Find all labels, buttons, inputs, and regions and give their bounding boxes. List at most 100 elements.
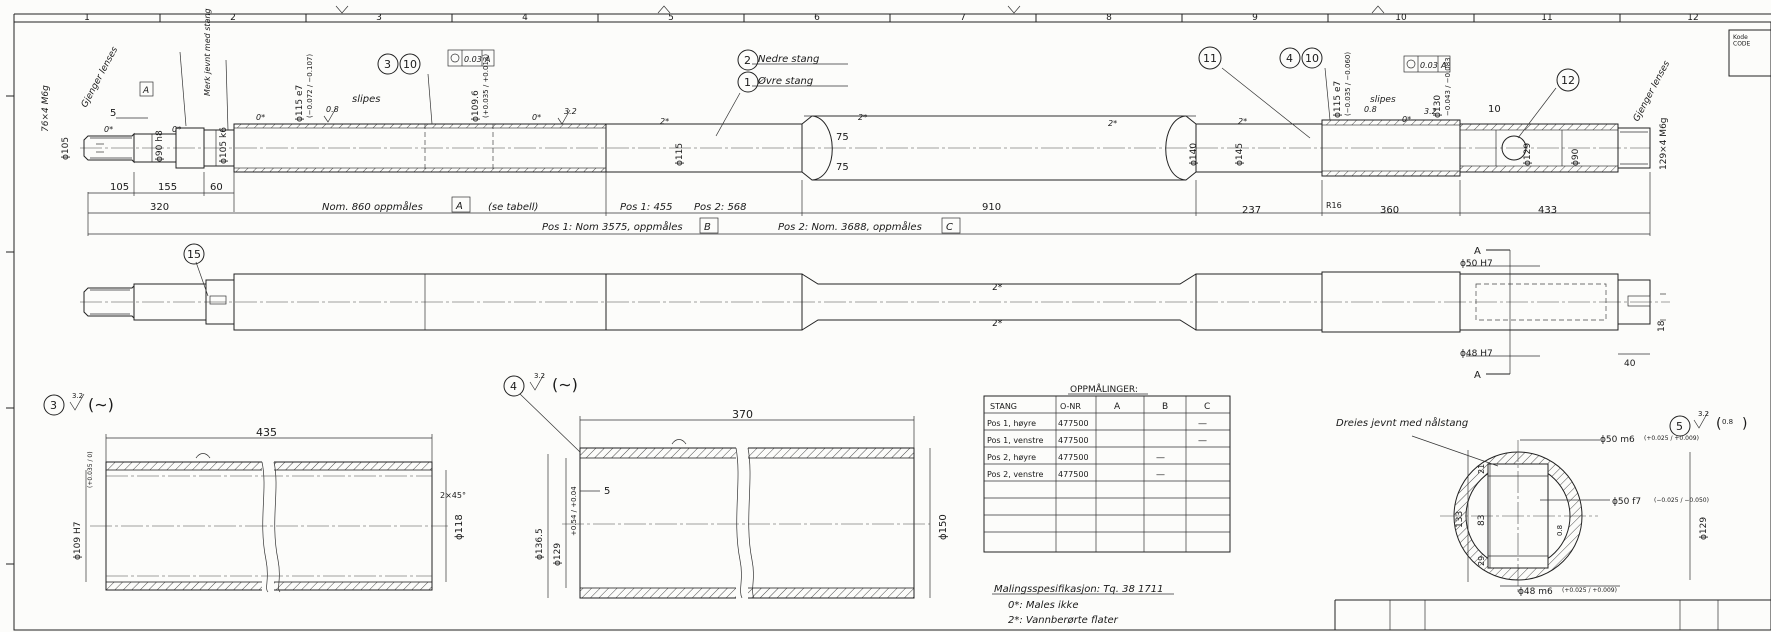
detail-5-l29: 29 [1477, 556, 1486, 566]
note-slipes-right: slipes [1370, 95, 1396, 105]
grid-col-2: 2 [230, 13, 236, 23]
table-row2-stang: Pos 1, venstre [987, 436, 1043, 445]
grid-col-11: 11 [1541, 13, 1552, 23]
detail-4-balloon: 4 [510, 380, 517, 393]
pin-hole [1501, 135, 1527, 161]
balloon-4: 4 [1286, 52, 1293, 65]
detail-5-l133: 133 [1455, 511, 1465, 528]
dim-75-top: 75 [836, 132, 849, 143]
dim-d115e7-tol: (−0.072 / −0.107) [306, 54, 314, 118]
dim-d50h7: ϕ50 H7 [1460, 259, 1493, 269]
fcf-ref-right: A [1440, 61, 1446, 70]
detail-5-tol50m6: (+0.025 / +0.009) [1644, 435, 1699, 442]
note-nom860: Nom. 860 oppmåles [322, 200, 423, 213]
note-pos2-box: C [946, 222, 953, 233]
grid-col-4: 4 [522, 13, 528, 23]
detail-4-d129: ϕ129 [553, 543, 563, 566]
note-pos2-nom: Pos 2: Nom. 3688, oppmåles [778, 220, 922, 233]
detail-5-l21: 21 [1477, 464, 1486, 474]
table-row3-b: — [1156, 453, 1165, 463]
flat-end-right [1165, 115, 1187, 181]
main-dimensions: 105 155 60 320 5 910 237 360 433 10 75 7… [61, 52, 1669, 236]
note-pos2-568: Pos 2: 568 [694, 202, 747, 213]
detail-3-l435: 435 [256, 426, 277, 439]
dim-d109h6-tol: (+0.035 / +0.013) [482, 54, 490, 118]
grid-col-10: 10 [1395, 13, 1407, 23]
measurement-table: OPPMÅLINGER: STANG O-NR A B C Pos 1, høy… [983, 383, 1231, 553]
table-row4-stang: Pos 2, venstre [987, 470, 1043, 479]
detail-4: 4 3.2 (∼) 370 5 ϕ136.5 ϕ129 +0.54 / +0.0… [503, 372, 949, 602]
note-pos1-455: Pos 1: 455 [620, 202, 673, 213]
grid-col-5: 5 [668, 13, 674, 23]
detail-5-note: Dreies jevnt med nålstang [1336, 416, 1468, 429]
note-pos1-box: B [704, 222, 711, 233]
dim-5: 5 [110, 108, 116, 119]
spec-title: Malingsspesifikasjon: Tq. 38 1711 [994, 584, 1163, 595]
dim-360: 360 [1380, 205, 1399, 216]
note-gjenge-left: Gjenger lenses [80, 45, 121, 109]
grid-col-6: 6 [814, 13, 820, 23]
dim-60: 60 [210, 182, 223, 193]
detail-3-tol: (+0.035 / 0) [87, 451, 94, 488]
note-slipes-left: slipes [352, 94, 380, 105]
table-row2-onr: 477500 [1058, 436, 1089, 445]
detail-4-l5: 5 [604, 486, 610, 497]
detail-4-l370: 370 [732, 408, 753, 421]
table-header-onr: O-NR [1060, 402, 1081, 411]
note-thread-left: 76×4 M6g [41, 85, 51, 132]
paint-0star-1: 0* [104, 125, 113, 134]
main-balloons: 2 1 3 10 11 4 10 12 [377, 46, 1580, 93]
detail-3: 3 3.2 (∼) 435 ϕ109 H7 (+0.035 / 0) 2×45°… [43, 392, 466, 594]
dim-d48h7: ϕ48 H7 [1460, 349, 1493, 359]
note-ovre: Øvre stang [757, 75, 813, 87]
detail-3-waviness: (∼) [88, 395, 114, 414]
left-thread [83, 132, 135, 164]
table-header-b: B [1162, 402, 1168, 412]
second-2star-top: 2* [992, 283, 1003, 293]
main-shaft-view [80, 51, 1651, 181]
detail-4-d150: ϕ150 [938, 514, 949, 540]
section-a-bot: A [1474, 370, 1481, 381]
paint-2star-1: 2* [660, 117, 669, 126]
detail-5-l08: 0.8 [1556, 525, 1564, 536]
balloon-3: 3 [384, 58, 391, 71]
spec-line1: 0*: Males ikke [1008, 600, 1079, 611]
paint-0star-4: 0* [532, 113, 541, 122]
dim-10: 10 [1488, 104, 1501, 115]
grid-labels: 1 2 3 4 5 6 7 8 9 10 11 12 [84, 13, 1699, 23]
table-row4-onr: 477500 [1058, 470, 1089, 479]
rough-32-left: 3.2 [564, 107, 577, 116]
detail-5: 5 3.2 ( 0.8 ) Dreies jevnt med nålstang … [1336, 410, 1747, 597]
dim-433: 433 [1538, 205, 1557, 216]
spec-line2: 2*: Vannberørte flater [1008, 615, 1119, 626]
rough-08-left: 0.8 [326, 105, 339, 114]
detail-5-d50m6: ϕ50 m6 [1600, 435, 1635, 445]
detail-4-finish: 3.2 [534, 372, 545, 380]
detail-5-finish: 3.2 [1698, 410, 1709, 418]
table-header-c: C [1204, 402, 1210, 412]
note-datum-a: A [142, 86, 149, 96]
detail-3-finish: 3.2 [72, 392, 83, 400]
table-row1-c: — [1198, 419, 1207, 429]
fcf-tol-left: 0.03 [464, 55, 482, 64]
table-row4-b: — [1156, 470, 1165, 480]
dim-d90h8: ϕ90 h8 [155, 130, 165, 162]
dim-75-bot: 75 [836, 162, 849, 173]
detail-5-d129: ϕ129 [1699, 517, 1709, 540]
dim-40: 40 [1624, 359, 1636, 369]
dim-d145: ϕ145 [1235, 143, 1245, 166]
dim-910: 910 [982, 202, 1001, 213]
detail-5-l83: 83 [1477, 515, 1487, 526]
note-pos1-nom: Pos 1: Nom 3575, oppmåles [542, 220, 683, 233]
balloon-10b: 10 [1305, 52, 1319, 65]
title-block-bottom [1334, 599, 1771, 630]
table-row3-onr: 477500 [1058, 453, 1089, 462]
dim-18: 18 [1657, 320, 1667, 332]
dim-237: 237 [1242, 205, 1261, 216]
detail-5-tol50f7: (−0.025 / −0.050) [1654, 497, 1709, 504]
fcf-tol-right: 0.03 [1420, 61, 1438, 70]
balloon-15: 15 [187, 248, 201, 261]
